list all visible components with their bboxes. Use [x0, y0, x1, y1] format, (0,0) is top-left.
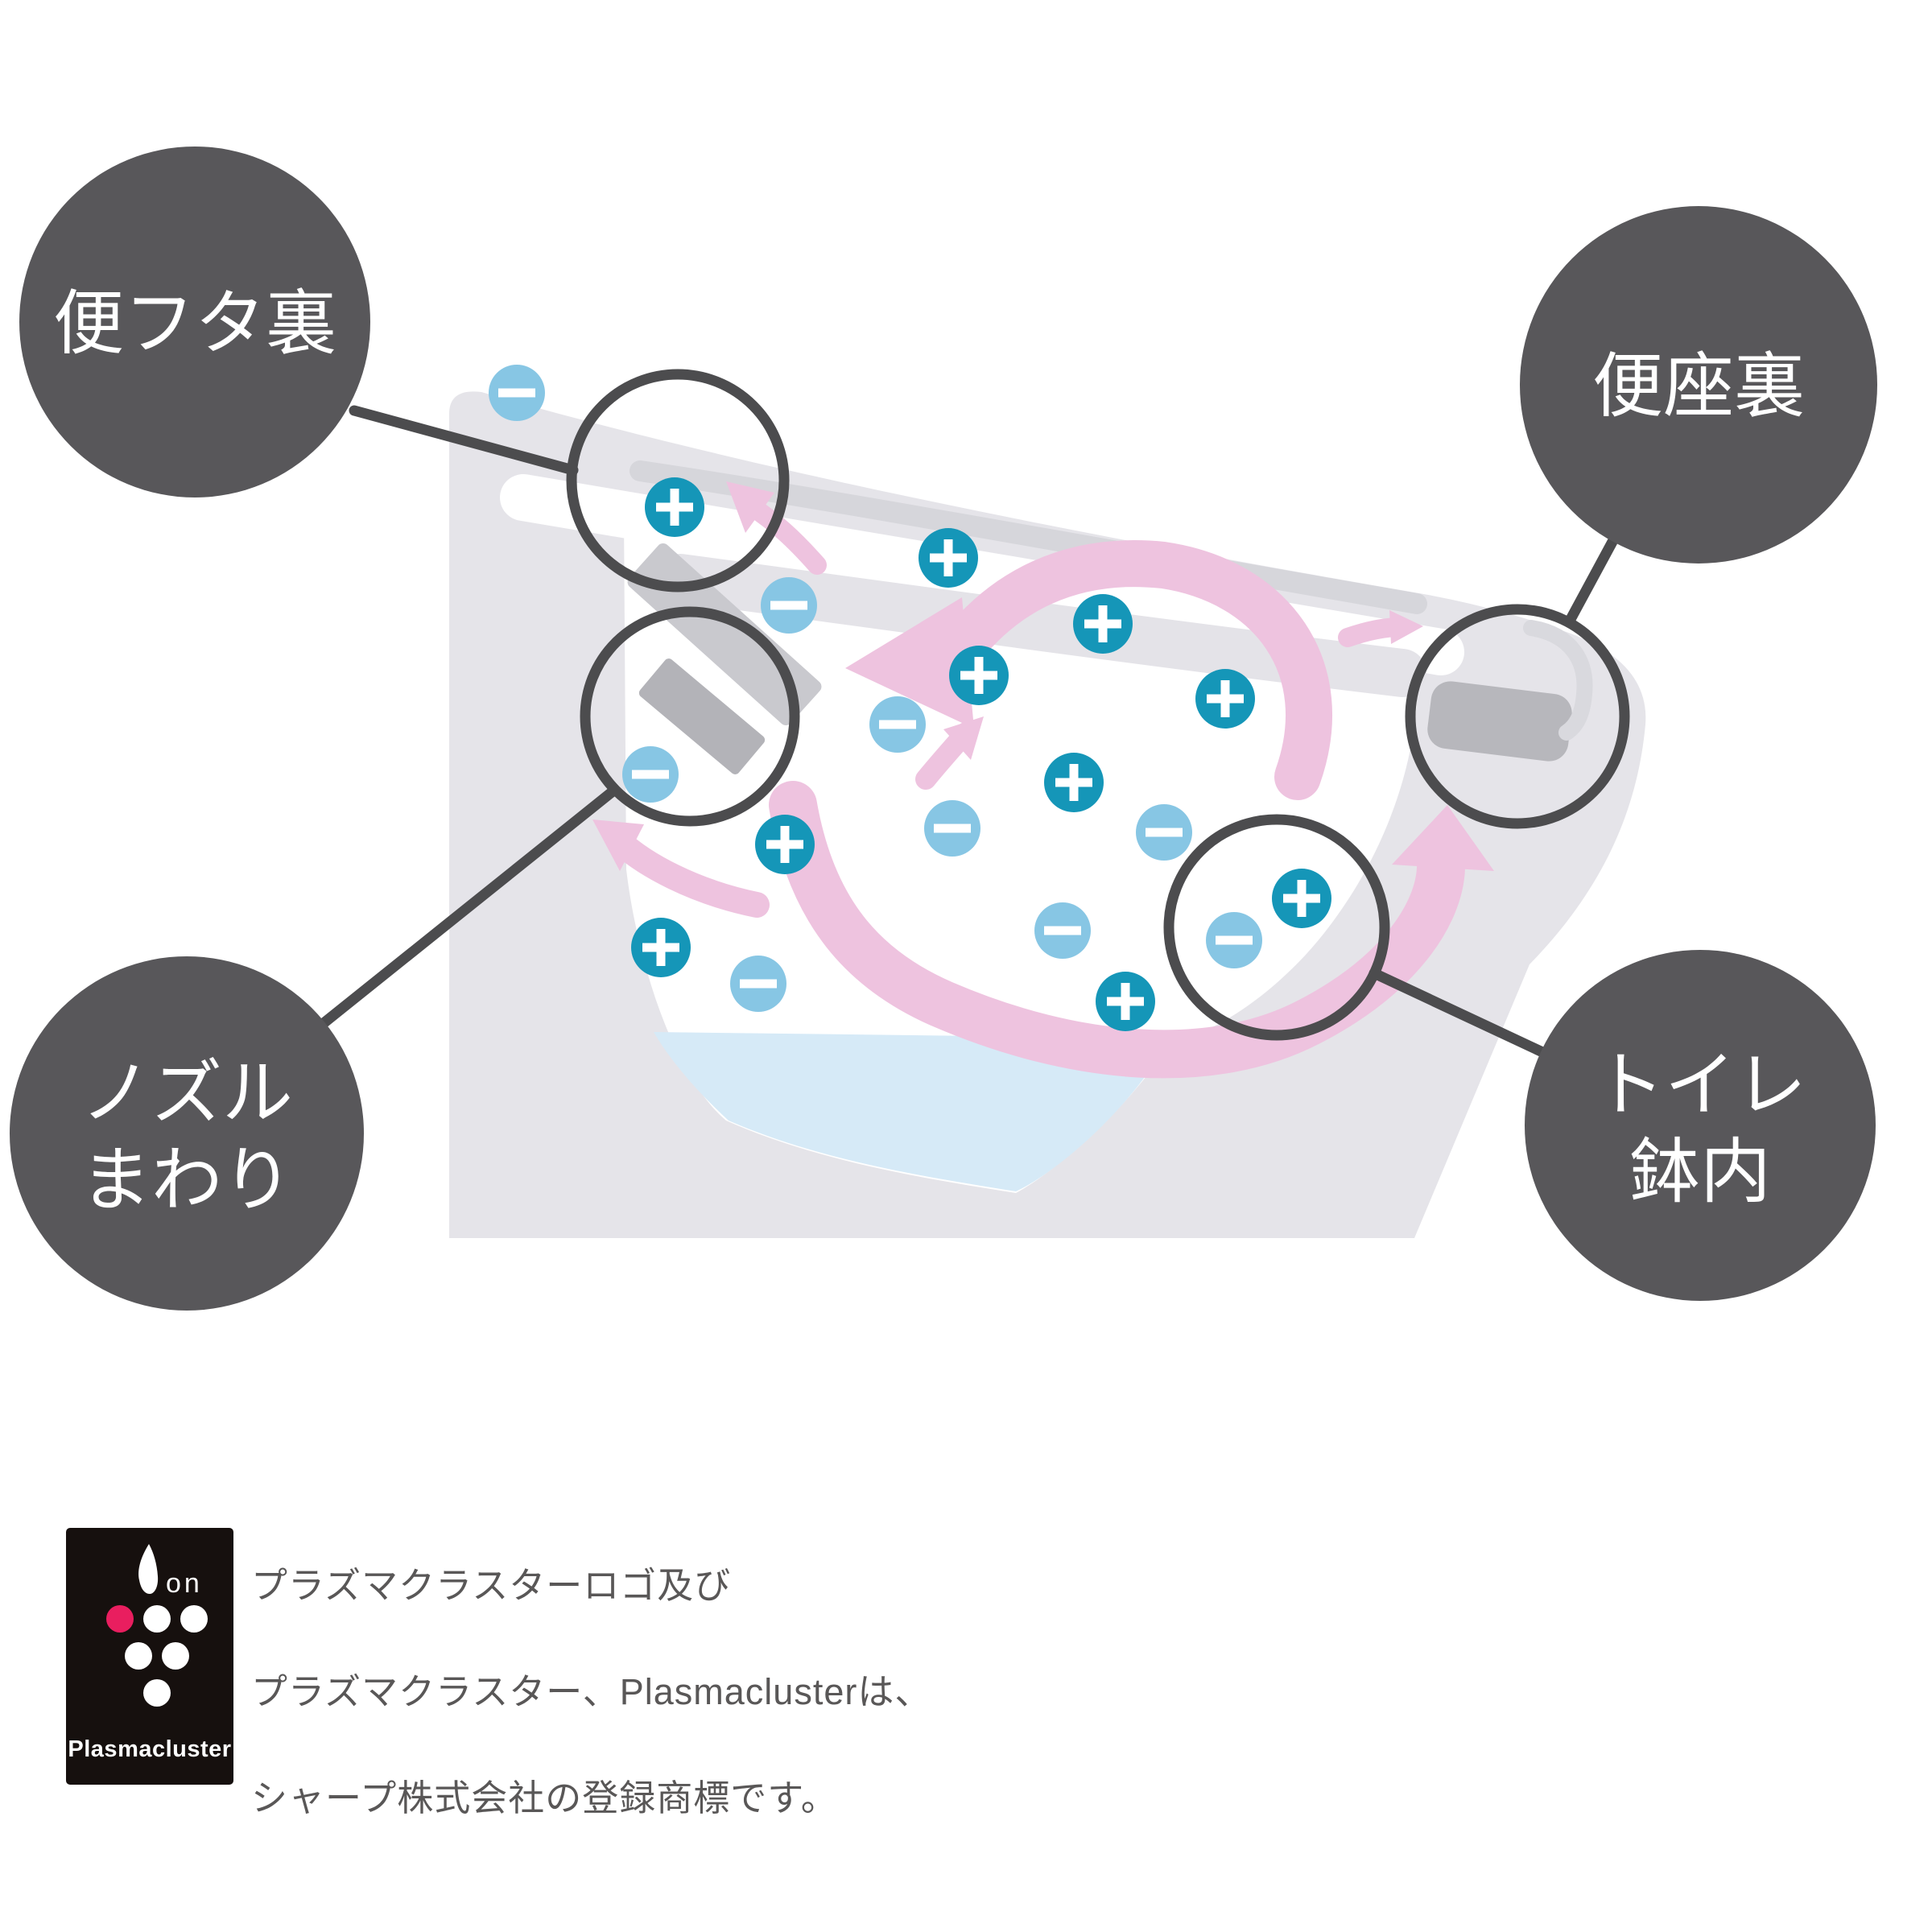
trademark-line-2: プラズマクラスター、Plasmaclusterは、	[251, 1671, 931, 1712]
plus-ion	[1272, 869, 1331, 928]
minus-ion	[924, 800, 980, 857]
ion-flow-arrows	[592, 481, 1494, 1079]
bowl-loop-arrow-head	[1392, 805, 1494, 871]
callout-text: まわり	[80, 1140, 293, 1220]
big-left-arrow-tail	[933, 540, 1332, 800]
plasmacluster-logo: on Plasmacluster	[66, 1528, 233, 1785]
magnifier-nozzle-ring	[580, 606, 800, 827]
trademark-line-1: プラズマクラスターロゴ及び	[251, 1565, 731, 1606]
callout-text: ノズル	[80, 1053, 293, 1133]
plus-ion	[949, 646, 1009, 705]
cluster-dot	[162, 1642, 189, 1670]
plus-ion	[1195, 669, 1255, 729]
callout-circle	[1525, 950, 1876, 1301]
callout-circle	[1520, 206, 1877, 564]
plus-ion	[1044, 753, 1104, 812]
connector-bowl	[1368, 968, 1546, 1057]
cluster-dot	[143, 1605, 171, 1633]
connector-seat	[1563, 536, 1618, 628]
minus-ion	[489, 365, 545, 421]
minus-ion	[869, 696, 926, 753]
connector-nozzle	[318, 786, 617, 1029]
bowl-loop-arrow-tail	[769, 781, 1465, 1079]
magnifier-bowl-ring	[1163, 814, 1390, 1041]
plus-ion	[1073, 594, 1133, 654]
minus-ion	[1136, 804, 1192, 861]
water	[654, 1032, 1170, 1191]
logo-brand-text: Plasmacluster	[68, 1736, 231, 1762]
lid-liner-stripe	[630, 460, 1427, 614]
minus-ion	[730, 956, 786, 1012]
minus-ion	[622, 746, 679, 803]
callout-text: 便フタ裏	[53, 283, 336, 363]
trademark-notice: プラズマクラスターロゴ及び プラズマクラスター、Plasmaclusterは、 …	[251, 1565, 931, 1818]
trademark-line-3: シャープ株式会社の登録商標です。	[251, 1777, 838, 1818]
lid-small-arrow-head	[726, 481, 774, 533]
callout-text: 鉢内	[1629, 1132, 1771, 1212]
connector-lid	[349, 405, 579, 476]
big-left-arrow-head	[845, 597, 974, 729]
ion-symbols	[489, 365, 1331, 1031]
plus-ion	[631, 918, 691, 977]
ion-cluster-dots	[106, 1605, 208, 1707]
mid-small-arrow-head	[943, 716, 984, 760]
minus-ion	[1206, 912, 1262, 968]
callout-label-lid: 便フタ裏	[19, 147, 370, 497]
ion-leaf-icon	[138, 1544, 159, 1594]
plus-ion	[645, 477, 704, 537]
callout-text: トイレ	[1594, 1045, 1806, 1125]
cluster-dot	[143, 1679, 171, 1707]
magnifier-rings	[566, 369, 1630, 1041]
nozzle-arrow-head	[592, 819, 644, 871]
minus-ion	[761, 577, 817, 634]
magnifier-lid-ring	[566, 369, 790, 592]
callout-circle	[19, 147, 370, 497]
callout-connectors	[318, 405, 1618, 1057]
cluster-dot-pink	[106, 1605, 134, 1633]
seat-arrow-head	[1389, 610, 1423, 644]
plus-ion	[1096, 972, 1155, 1031]
plus-ion	[755, 815, 815, 874]
cluster-dot	[180, 1605, 208, 1633]
nozzle-icon	[638, 658, 766, 774]
magnifier-seat-ring	[1405, 604, 1630, 829]
cluster-dot	[125, 1642, 152, 1670]
plus-ion	[919, 528, 978, 588]
callout-label-seat: 便座裏	[1520, 206, 1877, 564]
callout-text: 便座裏	[1592, 346, 1805, 426]
seat-cross-section	[1427, 681, 1572, 762]
minus-ion	[1034, 902, 1091, 959]
callout-circle	[10, 956, 364, 1311]
logo-ion-text: on	[166, 1568, 203, 1599]
seat-hinge-curve	[1523, 620, 1593, 741]
